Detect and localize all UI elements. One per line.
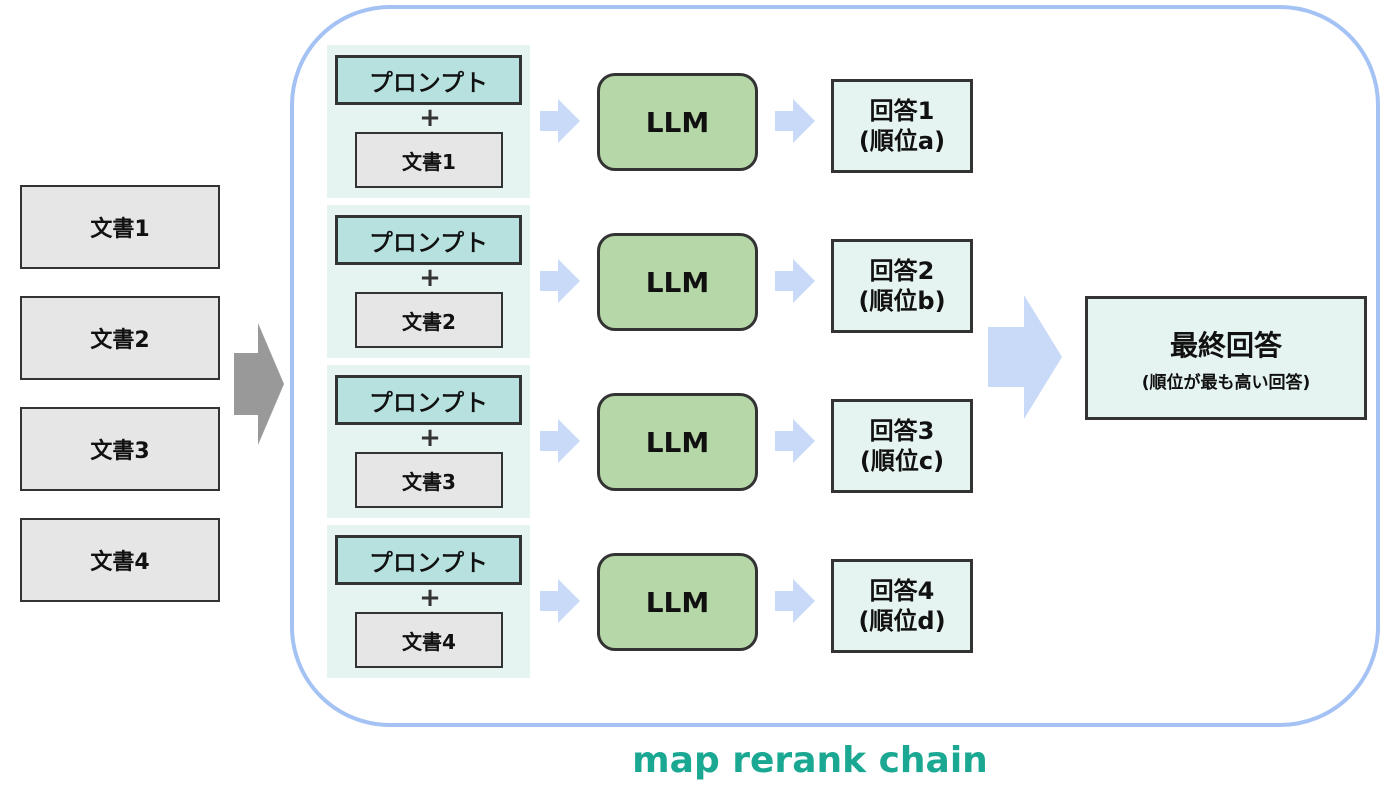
group-document-box: 文書2	[355, 292, 503, 348]
group-document-label: 文書3	[402, 469, 456, 494]
input-document-1: 文書1	[20, 185, 220, 269]
llm-label: LLM	[645, 585, 710, 619]
input-document-3: 文書3	[20, 407, 220, 491]
llm-label: LLM	[645, 265, 710, 299]
llm-box: LLM	[597, 73, 758, 171]
final-arrow-icon	[988, 295, 1062, 419]
llm-box: LLM	[597, 393, 758, 491]
prompt-label: プロンプト	[368, 548, 489, 577]
group-document-box: 文書4	[355, 612, 503, 668]
llm-box: LLM	[597, 233, 758, 331]
answer-box: 回答2 (順位b)	[831, 239, 973, 333]
input-arrow-icon	[234, 323, 284, 445]
answer-label: 回答4	[869, 577, 935, 605]
input-document-label: 文書4	[90, 550, 150, 575]
answer-label: 回答3	[869, 417, 935, 445]
rank-label: (順位a)	[858, 127, 946, 155]
input-document-label: 文書1	[90, 217, 150, 242]
prompt-box: プロンプト	[335, 535, 522, 585]
plus-icon: +	[419, 263, 441, 293]
group-document-label: 文書2	[402, 309, 456, 334]
plus-icon: +	[419, 423, 441, 453]
prompt-box: プロンプト	[335, 375, 522, 425]
group-document-label: 文書4	[402, 629, 456, 654]
prompt-label: プロンプト	[368, 388, 489, 417]
answer-label: 回答2	[869, 257, 935, 285]
prompt-label: プロンプト	[368, 68, 489, 97]
llm-box: LLM	[597, 553, 758, 651]
rank-label: (順位c)	[859, 447, 945, 475]
to-answer-arrow-icon	[775, 259, 815, 303]
input-document-2: 文書2	[20, 296, 220, 380]
llm-label: LLM	[645, 425, 710, 459]
to-answer-arrow-icon	[775, 99, 815, 143]
final-answer-box: 最終回答 (順位が最も高い回答)	[1085, 296, 1367, 420]
answer-box: 回答4 (順位d)	[831, 559, 973, 653]
prompt-label: プロンプト	[368, 228, 489, 257]
prompt-box: プロンプト	[335, 55, 522, 105]
input-document-4: 文書4	[20, 518, 220, 602]
to-llm-arrow-icon	[540, 579, 580, 623]
answer-label: 回答1	[869, 97, 935, 125]
chain-caption: map rerank chain	[632, 740, 988, 781]
to-answer-arrow-icon	[775, 419, 815, 463]
to-llm-arrow-icon	[540, 99, 580, 143]
to-answer-arrow-icon	[775, 579, 815, 623]
answer-box: 回答1 (順位a)	[831, 79, 973, 173]
final-answer-subtitle: (順位が最も高い回答)	[1141, 372, 1311, 393]
group-document-label: 文書1	[402, 149, 456, 174]
to-llm-arrow-icon	[540, 419, 580, 463]
input-document-label: 文書2	[90, 328, 150, 353]
group-document-box: 文書3	[355, 452, 503, 508]
plus-icon: +	[419, 583, 441, 613]
to-llm-arrow-icon	[540, 259, 580, 303]
input-document-label: 文書3	[90, 439, 150, 464]
plus-icon: +	[419, 103, 441, 133]
map-rerank-container	[290, 5, 1380, 727]
answer-box: 回答3 (順位c)	[831, 399, 973, 493]
group-document-box: 文書1	[355, 132, 503, 188]
llm-label: LLM	[645, 105, 710, 139]
rank-label: (順位b)	[858, 287, 946, 315]
final-answer-title: 最終回答	[1169, 328, 1282, 362]
rank-label: (順位d)	[858, 607, 946, 635]
prompt-box: プロンプト	[335, 215, 522, 265]
